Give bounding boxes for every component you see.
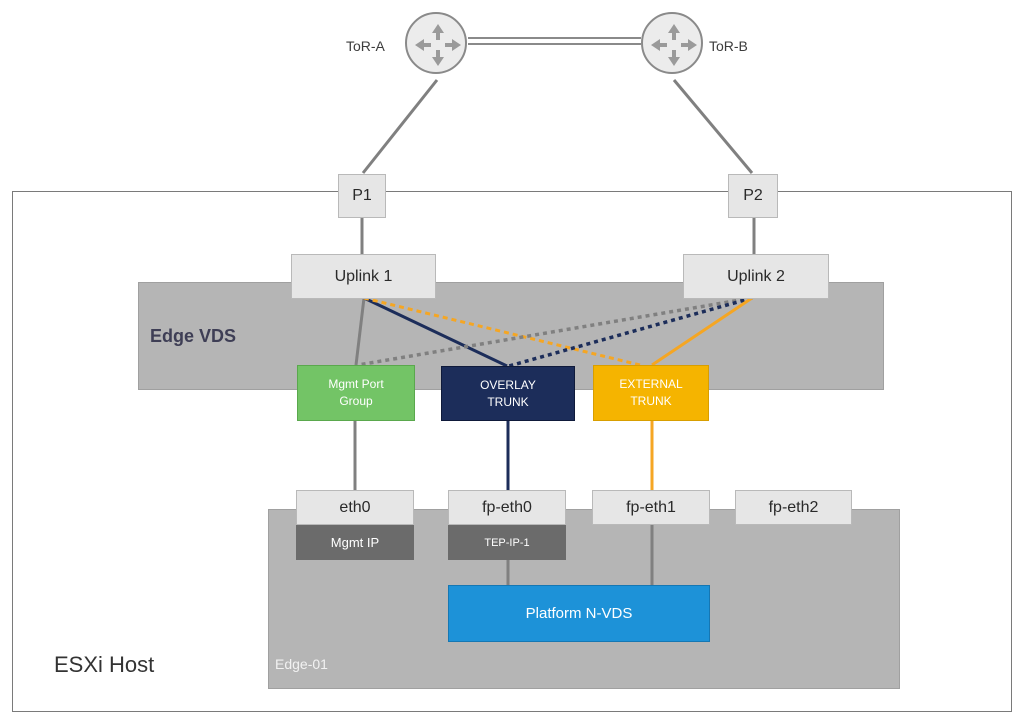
- tor-b-router: [641, 12, 703, 74]
- mgmt-port-group-line2: Group: [339, 394, 373, 408]
- tor-b-label: ToR-B: [709, 38, 748, 54]
- interface-fp-eth0: fp-eth0: [448, 490, 566, 525]
- mgmt-ip-label: Mgmt IP: [296, 525, 414, 560]
- external-trunk-line2: TRUNK: [630, 394, 672, 408]
- uplink-1: Uplink 1: [291, 254, 436, 299]
- port-p1: P1: [338, 174, 386, 218]
- tor-a-router: [405, 12, 467, 74]
- tor-a-to-p1-line: [361, 79, 439, 174]
- edge-vds-label: Edge VDS: [150, 326, 237, 346]
- overlay-trunk-line1: OVERLAY: [480, 377, 536, 392]
- external-trunk-line1: EXTERNAL: [619, 377, 683, 391]
- external-trunk: EXTERNAL TRUNK: [593, 365, 709, 421]
- router-icon: [415, 24, 461, 66]
- tep-ip-label: TEP-IP-1: [448, 525, 566, 560]
- platform-nvds: Platform N-VDS: [448, 585, 710, 642]
- uplink2-to-external-line: [651, 296, 753, 367]
- esxi-host-label: ESXi Host: [54, 652, 155, 677]
- interface-fp-eth1: fp-eth1: [592, 490, 710, 525]
- uplink2-to-overlay-standby-line: [508, 296, 753, 368]
- port-p2: P2: [728, 174, 778, 218]
- edge-01-label: Edge-01: [275, 656, 328, 672]
- mgmt-port-group-line1: Mgmt Port: [328, 377, 384, 391]
- uplink1-to-external-standby-line: [363, 296, 641, 367]
- uplink2-to-mgmt-standby-line: [357, 296, 753, 367]
- tor-a-label: ToR-A: [346, 38, 385, 54]
- overlay-trunk: OVERLAY TRUNK: [441, 366, 575, 421]
- interface-fp-eth2: fp-eth2: [735, 490, 852, 525]
- interface-eth0: eth0: [296, 490, 414, 525]
- router-icon: [651, 24, 697, 66]
- tor-b-to-p2-line: [672, 79, 754, 174]
- uplink1-to-mgmt-line: [354, 297, 366, 366]
- uplink1-to-overlay-line: [363, 296, 508, 368]
- mgmt-port-group: Mgmt Port Group: [297, 365, 415, 421]
- uplink-2: Uplink 2: [683, 254, 829, 299]
- overlay-trunk-line2: TRUNK: [487, 394, 529, 409]
